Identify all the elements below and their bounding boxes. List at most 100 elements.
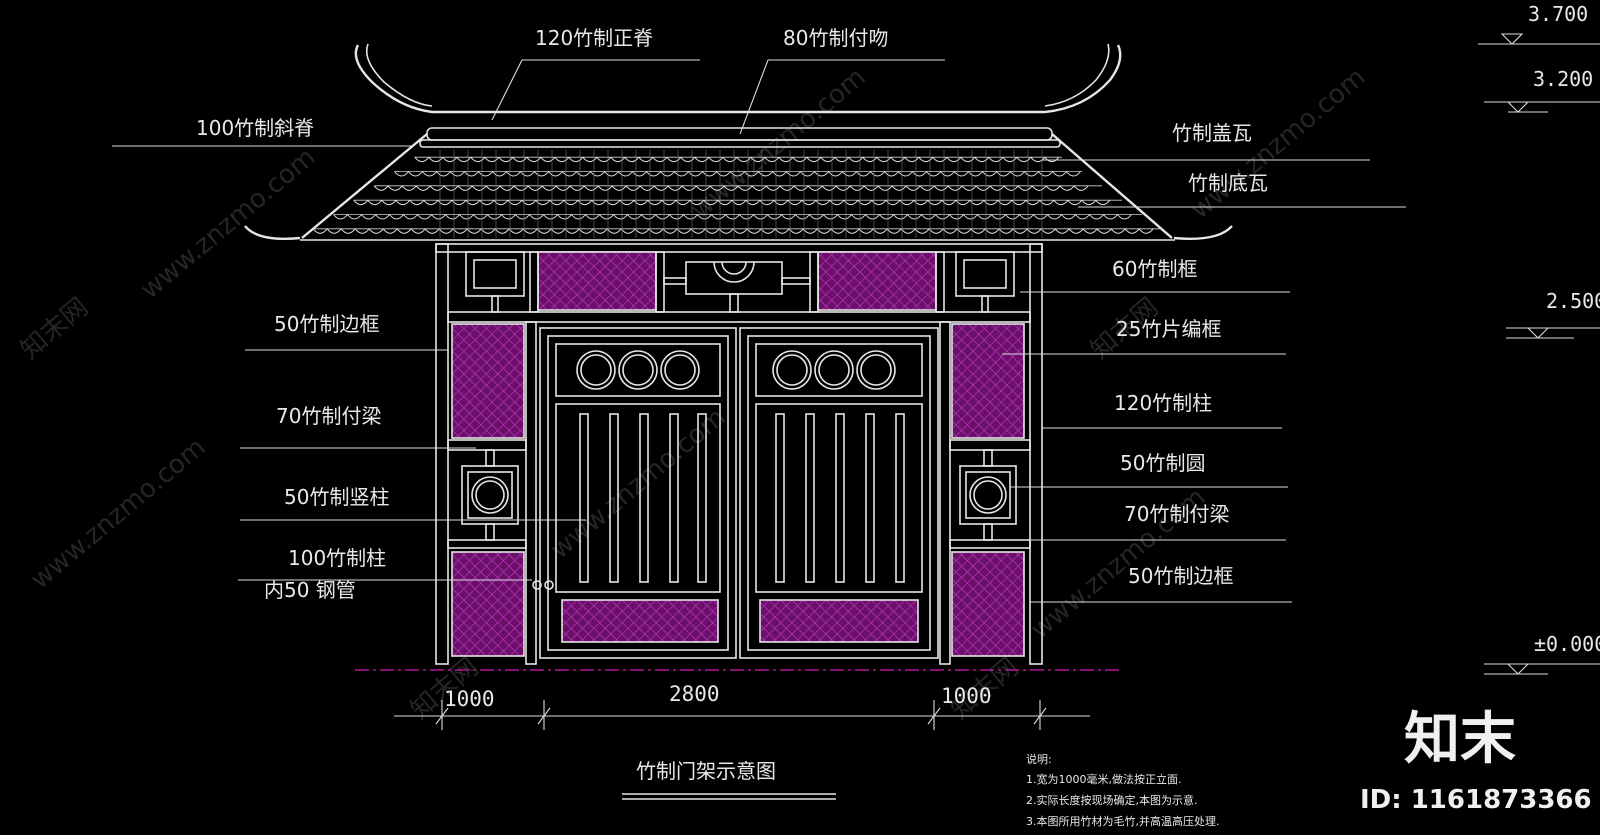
door-handle (532, 580, 542, 590)
tile-row (373, 185, 1089, 191)
note-item: 2.实际长度按现场确定,本图为示意. (1026, 793, 1198, 807)
side-circle-box (959, 465, 1017, 525)
door-slat (697, 413, 707, 583)
door-slat (805, 413, 815, 583)
brand-logo: 知末 (1404, 707, 1516, 772)
elevation-mark: ±0.000 (1484, 632, 1600, 675)
center-medallion-post (729, 293, 739, 313)
label-column: 100竹制柱 (288, 546, 386, 570)
post-left (435, 243, 449, 665)
tile-row (414, 156, 1060, 163)
side-beam (447, 539, 527, 549)
notes-heading: 说明: (1026, 752, 1052, 766)
door-circle (856, 350, 896, 390)
side-lattice-panel (951, 323, 1025, 439)
door-lattice-panel (561, 599, 719, 643)
door-slat-frame (555, 403, 721, 593)
labels-top: 120竹制正脊 80竹制付吻 (535, 26, 888, 50)
labels-right: 竹制盖瓦 竹制底瓦 60竹制框 25竹片编框 120竹制柱 50竹制圆 70竹制… (1112, 121, 1268, 588)
elevation-value: ±0.000 (1534, 632, 1600, 656)
image-id: ID: 1161873366 (1360, 785, 1592, 815)
door-slat (775, 413, 785, 583)
door-leaf-left (532, 327, 737, 659)
drawing-title-block: 竹制门架示意图 (622, 759, 836, 800)
center-medallion-frame (685, 261, 783, 295)
side-beam (949, 539, 1031, 549)
door-circle-inner (622, 354, 654, 386)
door-frame-inner (747, 335, 931, 651)
roof (244, 43, 1233, 241)
label-cover-tile: 竹制盖瓦 (1172, 121, 1252, 145)
door-slat (865, 413, 875, 583)
side-circle (471, 476, 509, 514)
elevation-mark: 3.200 (1484, 67, 1600, 113)
elevation-triangle (1500, 33, 1524, 45)
door-frame-inner (547, 335, 729, 651)
door-top-rail (755, 343, 923, 397)
tile-row (353, 199, 1111, 206)
elevation-marks: 3.700 3.200 2.500 ±0.000 (1478, 2, 1600, 675)
door-circle-inner (818, 354, 850, 386)
dimension-left: 1000 (444, 687, 495, 711)
leader-line (739, 59, 769, 135)
center-medallion-arc-inner (721, 261, 747, 275)
watermark-brand: 知末网 (15, 292, 94, 365)
door-slat (579, 413, 589, 583)
labels-left: 100竹制斜脊 50竹制边框 70竹制付梁 50竹制竖柱 100竹制柱 内50 … (196, 116, 389, 602)
label-ridge-ornament: 80竹制付吻 (783, 26, 888, 50)
upper-crossbeam (447, 311, 1031, 323)
label-column: 120竹制柱 (1114, 391, 1212, 415)
door-leaf-right (739, 327, 939, 659)
center-bar (663, 277, 687, 285)
door-circle (814, 350, 854, 390)
door-slat (639, 413, 649, 583)
door-circle-inner (860, 354, 892, 386)
label-frame: 60竹制框 (1112, 257, 1197, 281)
door-frame (739, 327, 939, 659)
door-circle (618, 350, 658, 390)
side-post (983, 523, 993, 541)
dimension-right: 1000 (941, 684, 992, 708)
door-slat (609, 413, 619, 583)
door-slat (669, 413, 679, 583)
label-hip-ridge: 100竹制斜脊 (196, 116, 314, 140)
elevation-value: 3.700 (1528, 2, 1588, 26)
eave-corner-left (244, 225, 301, 240)
brand-watermark: 知末 ID: 1161873366 (1360, 707, 1592, 815)
label-woven-frame: 25竹片编框 (1116, 317, 1221, 341)
dimension-line: 1000 2800 1000 (394, 682, 1090, 730)
door-frame (539, 327, 737, 659)
dimension-tick (435, 707, 449, 725)
dimension-tick (927, 707, 941, 725)
side-column-left (525, 321, 537, 665)
side-beam (949, 439, 1031, 451)
door-circle (772, 350, 812, 390)
center-bar (781, 277, 811, 285)
center-medallion-arc (713, 261, 755, 283)
door-circle-inner (664, 354, 696, 386)
tile-row (312, 228, 1154, 234)
leader-lines (112, 59, 1406, 603)
door-top-rail (555, 343, 721, 397)
door-circle-inner (776, 354, 808, 386)
elevation-mark: 3.700 (1478, 2, 1600, 45)
gate-frame (355, 243, 1120, 671)
upper-divider (809, 251, 819, 313)
note-item: 3.本图所用竹材为毛竹,并高温高压处理. (1026, 814, 1220, 828)
note-item: 1.宽为1000毫米,做法按正立面. (1026, 772, 1181, 786)
leader-line (491, 59, 523, 121)
label-sub-beam: 70竹制付梁 (276, 404, 381, 428)
elevation-triangle (1527, 327, 1549, 339)
ridge-end-right (1044, 43, 1110, 107)
eave-corner-right (1173, 225, 1233, 240)
door-circle-inner (580, 354, 612, 386)
main-ridge-curve (354, 44, 1122, 114)
dimension-tick (537, 707, 551, 725)
side-column-right (939, 321, 951, 665)
side-circle (969, 476, 1007, 514)
door-lattice-panel (759, 599, 919, 643)
elevation-mark: 2.500 (1506, 289, 1600, 339)
door-slat (895, 413, 905, 583)
door-circle (576, 350, 616, 390)
label-vertical-post: 50竹制竖柱 (284, 485, 389, 509)
